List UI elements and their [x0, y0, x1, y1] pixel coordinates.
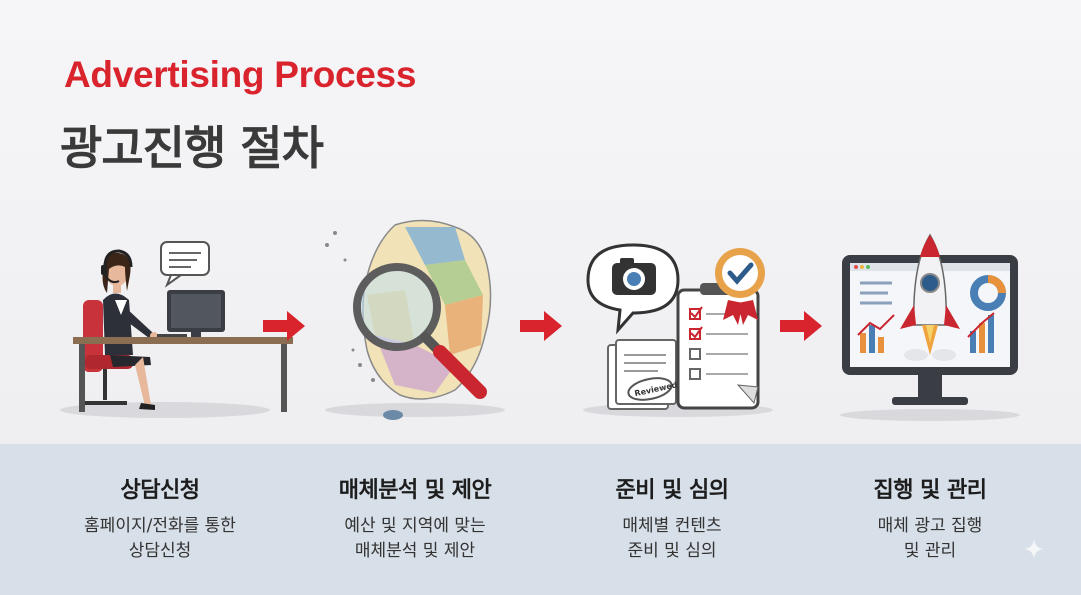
arrow-right-icon — [263, 311, 305, 341]
step-preparation-review: 준비 및 심의 매체별 컨텐츠 준비 및 심의 — [557, 472, 787, 564]
step-description-line: 매체 광고 집행 — [877, 516, 983, 536]
consultant-desk-icon — [60, 241, 293, 418]
step-description: 매체 광고 집행 및 관리 — [815, 514, 1045, 564]
step-title: 준비 및 심의 — [615, 478, 729, 503]
step-description-line: 및 관리 — [903, 541, 957, 561]
arrow-right-icon — [520, 311, 562, 341]
steps-band — [0, 444, 1081, 595]
step-title: 상담신청 — [120, 478, 200, 503]
step-description: 매체별 컨텐츠 준비 및 심의 — [557, 514, 787, 564]
map-magnifier-icon — [325, 219, 505, 420]
step-description: 예산 및 지역에 맞는 매체분석 및 제안 — [300, 514, 530, 564]
step-title: 매체분석 및 제안 — [338, 478, 492, 503]
title-en: Advertising Process — [64, 54, 417, 95]
step-consultation: 상담신청 홈페이지/전화를 통한 상담신청 — [45, 472, 275, 564]
title-ko: 광고진행 절차 — [60, 121, 324, 175]
step-description-line: 상담신청 — [128, 541, 192, 561]
step-description-line: 예산 및 지역에 맞는 — [344, 516, 486, 536]
arrow-right-icon — [780, 311, 822, 341]
rocket-monitor-icon — [840, 233, 1020, 421]
checklist-camera-icon: Reviewed — [583, 243, 773, 417]
step-title: 집행 및 관리 — [873, 478, 987, 503]
step-execution-management: 집행 및 관리 매체 광고 집행 및 관리 — [815, 472, 1045, 564]
step-description-line: 준비 및 심의 — [627, 541, 717, 561]
step-description: 홈페이지/전화를 통한 상담신청 — [45, 514, 275, 564]
step-media-analysis: 매체분석 및 제안 예산 및 지역에 맞는 매체분석 및 제안 — [300, 472, 530, 564]
step-description-line: 매체별 컨텐츠 — [622, 516, 722, 536]
step-description-line: 홈페이지/전화를 통한 — [84, 516, 236, 536]
step-description-line: 매체분석 및 제안 — [354, 541, 476, 561]
sparkle-icon — [1024, 539, 1044, 559]
